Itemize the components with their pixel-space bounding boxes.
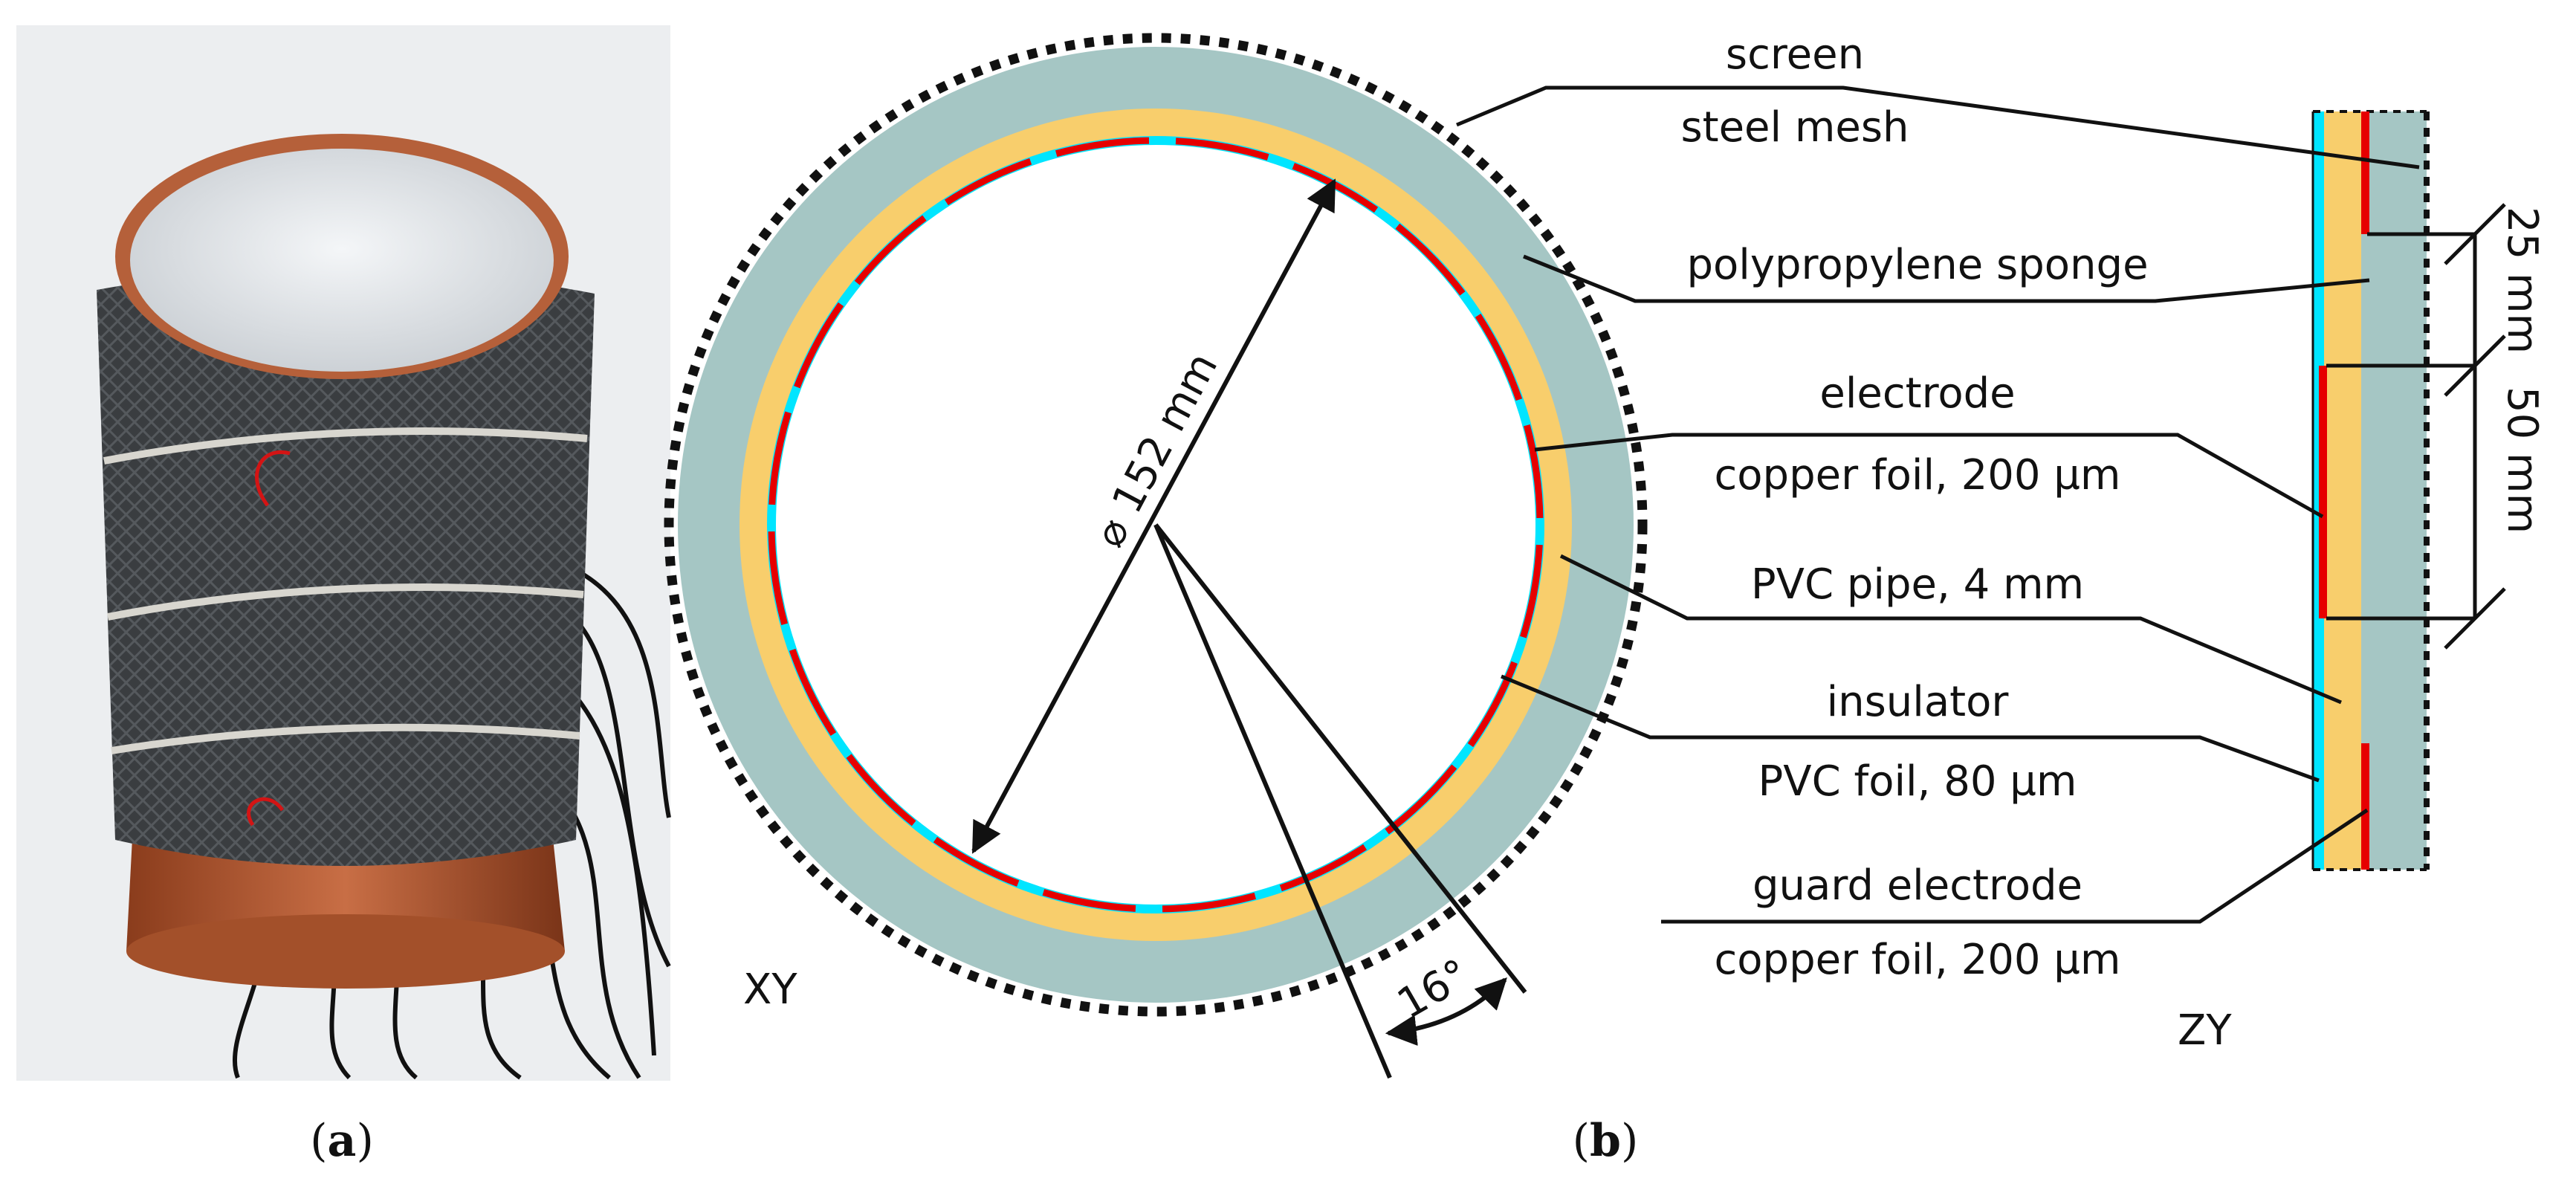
zy-pipe-strip (2324, 111, 2361, 870)
electrode-segment (1520, 544, 1543, 638)
electrode-segment (846, 754, 916, 827)
angle-label: 16° (1390, 950, 1478, 1029)
callout-screen-material: steel mesh (1680, 103, 1909, 152)
electrode-segment (1055, 137, 1150, 157)
screen-steel-mesh (664, 33, 1648, 1017)
callout-insulator-material: PVC foil, 80 µm (1758, 757, 2077, 806)
leader-pipe (1559, 554, 2342, 705)
copper-base-rim (126, 914, 565, 989)
zy-main-electrode (2319, 366, 2327, 618)
electrode-segment (1042, 889, 1136, 912)
leader-guard (1661, 808, 2369, 924)
zy-side-view: 25 mm 50 mm ZY (2178, 110, 2546, 1055)
callout-pipe-name: PVC pipe, 4 mm (1751, 560, 2084, 609)
angle-line-2 (1153, 523, 1527, 994)
leader-insulator (1501, 674, 2320, 783)
electrode-segment (854, 215, 927, 285)
zy-sponge-strip (2361, 111, 2427, 870)
zy-top-guard-electrode (2361, 111, 2369, 234)
angle-arc (1385, 977, 1507, 1047)
zy-bottom-guard-electrode (2361, 743, 2369, 870)
electrode-segment (768, 531, 788, 625)
polymer-beads (130, 149, 554, 372)
electrode-segment (768, 411, 792, 505)
callout-screen-name: screen (1726, 30, 1864, 79)
zy-dimension-lines (2326, 203, 2506, 650)
red-wires (247, 450, 291, 827)
callout-electrode-name: electrode (1819, 369, 2015, 418)
electrode-segment (1279, 844, 1368, 892)
callout-guard-name: guard electrode (1753, 861, 2083, 910)
dim-25mm: 25 mm (2498, 207, 2546, 354)
panel-b-label: (b) (1573, 1115, 1639, 1167)
electrode-segment (933, 836, 1020, 887)
callout-electrode-material: copper foil, 200 µm (1715, 451, 2121, 499)
angle-line-1 (1153, 523, 1392, 1079)
xy-cross-section: ⌀ 152 mm 16° XY (b) (664, 33, 1648, 1167)
electrode-segments (768, 137, 1544, 913)
photo-panel: (a) (16, 25, 671, 1167)
electrode-segment (789, 648, 837, 737)
callout-sponge-name: polypropylene sponge (1686, 241, 2148, 289)
electrode-segment (1395, 223, 1466, 296)
electrode-segment (1175, 138, 1269, 161)
electrode-segment (1467, 661, 1518, 748)
panel-a-label: (a) (310, 1115, 374, 1167)
leader-electrode (1534, 433, 2324, 519)
view-label-zy: ZY (2178, 1006, 2232, 1055)
callout-insulator-name: insulator (1827, 678, 2010, 726)
view-label-xy: XY (743, 966, 797, 1014)
callout-labels: screen steel mesh polypropylene sponge e… (1680, 30, 2148, 984)
callout-leaders (1456, 85, 2420, 924)
electrode-segment (1475, 313, 1523, 401)
leader-screen (1456, 85, 2420, 169)
zy-insulator-strip (2313, 111, 2324, 870)
electrode-segment (1292, 163, 1379, 213)
leader-sponge (1523, 254, 2370, 303)
white-straps (103, 427, 588, 754)
electrode-segment (1524, 424, 1544, 519)
mesh-body (97, 268, 595, 866)
sensor-cylinder-photo (97, 134, 671, 1080)
dim-50mm: 50 mm (2498, 386, 2546, 534)
electrode-segment (794, 302, 844, 389)
callout-guard-material: copper foil, 200 µm (1715, 936, 2121, 984)
electrode-segment (1162, 893, 1256, 913)
diameter-arrow (971, 178, 1336, 854)
